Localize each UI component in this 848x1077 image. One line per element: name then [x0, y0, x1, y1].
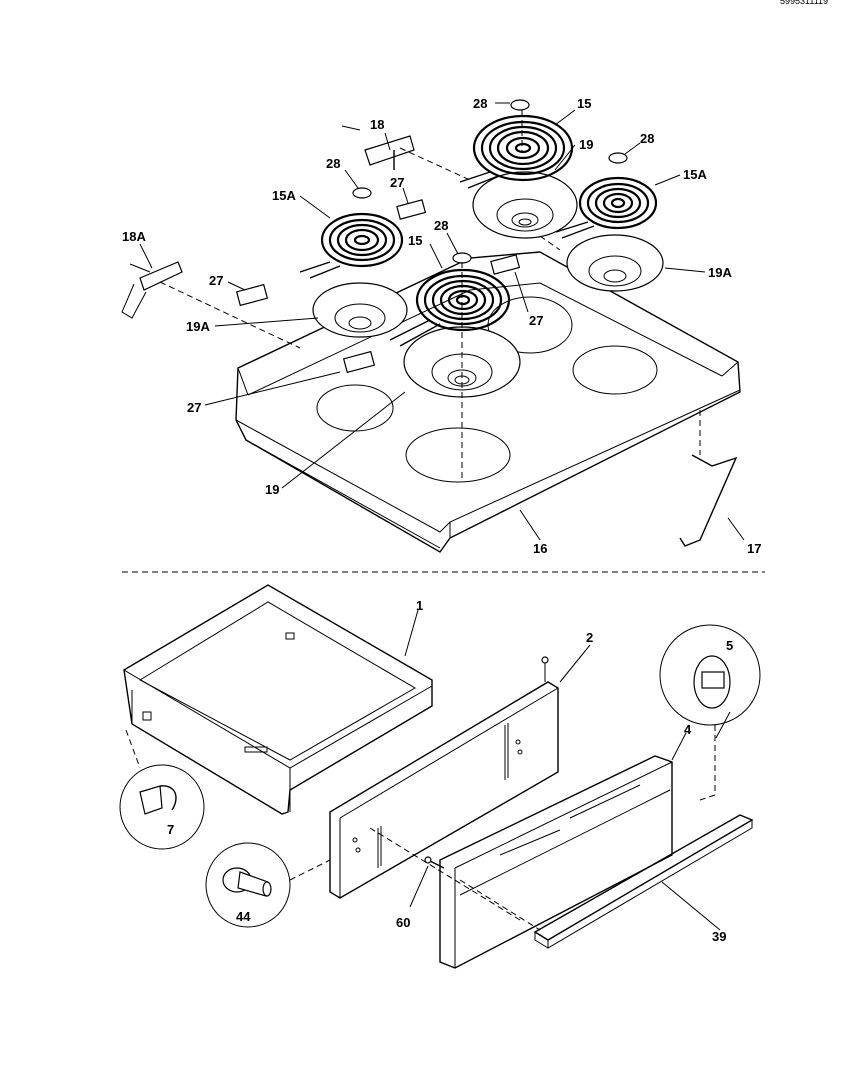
bracket-18 — [341, 125, 415, 170]
callouts: 28 15 18 19 28 28 15A 27 15A 18A 28 15 2… — [122, 96, 761, 944]
drip-bowl-19A-right — [566, 234, 664, 292]
callout-27: 27 — [209, 273, 223, 288]
callout-39: 39 — [712, 929, 726, 944]
callout-19A: 19A — [186, 319, 210, 334]
callout-44: 44 — [236, 909, 251, 924]
detail-circle-5 — [659, 624, 761, 726]
callout-28: 28 — [473, 96, 487, 111]
callout-27: 27 — [390, 175, 404, 190]
callout-4: 4 — [684, 722, 692, 737]
surface-element-15-left — [415, 268, 511, 332]
bracket-18A — [121, 261, 183, 319]
callout-19: 19 — [579, 137, 593, 152]
surface-element-15A-left — [320, 212, 404, 268]
callout-18A: 18A — [122, 229, 146, 244]
panel-4 — [439, 755, 673, 969]
rail-39 — [533, 814, 754, 949]
callout-15: 15 — [577, 96, 591, 111]
leaders-top — [139, 102, 745, 541]
callout-27: 27 — [187, 400, 201, 415]
cooktop-top-assembly — [121, 99, 741, 553]
trim-ring-28 — [510, 99, 530, 111]
callout-28: 28 — [640, 131, 654, 146]
callout-17: 17 — [747, 541, 761, 556]
callout-15: 15 — [408, 233, 422, 248]
callout-19A: 19A — [708, 265, 732, 280]
corner-code: 5995311119 — [780, 0, 828, 6]
callout-15A: 15A — [683, 167, 707, 182]
callout-27: 27 — [529, 313, 543, 328]
detail-circle-7 — [119, 764, 205, 850]
callout-28: 28 — [434, 218, 448, 233]
callout-2: 2 — [586, 630, 593, 645]
callout-1: 1 — [416, 598, 423, 613]
surface-element-15-right — [472, 114, 574, 182]
callout-5: 5 — [726, 638, 733, 653]
drawer-bottom-assembly — [119, 584, 761, 969]
drip-bowl-19-right — [472, 171, 578, 239]
callout-19: 19 — [265, 482, 279, 497]
callout-15A: 15A — [272, 188, 296, 203]
detail-circle-44 — [205, 842, 291, 928]
drawer-1 — [123, 584, 433, 815]
callout-28: 28 — [326, 156, 340, 171]
callout-16: 16 — [533, 541, 547, 556]
callout-7: 7 — [167, 822, 174, 837]
leaders-bottom — [404, 609, 731, 931]
panel-2 — [329, 656, 559, 899]
callout-60: 60 — [396, 915, 410, 930]
drip-bowl-19A-left — [312, 282, 408, 338]
surface-element-15A-right — [578, 176, 658, 230]
callout-18: 18 — [370, 117, 384, 132]
wire-17 — [679, 454, 738, 547]
